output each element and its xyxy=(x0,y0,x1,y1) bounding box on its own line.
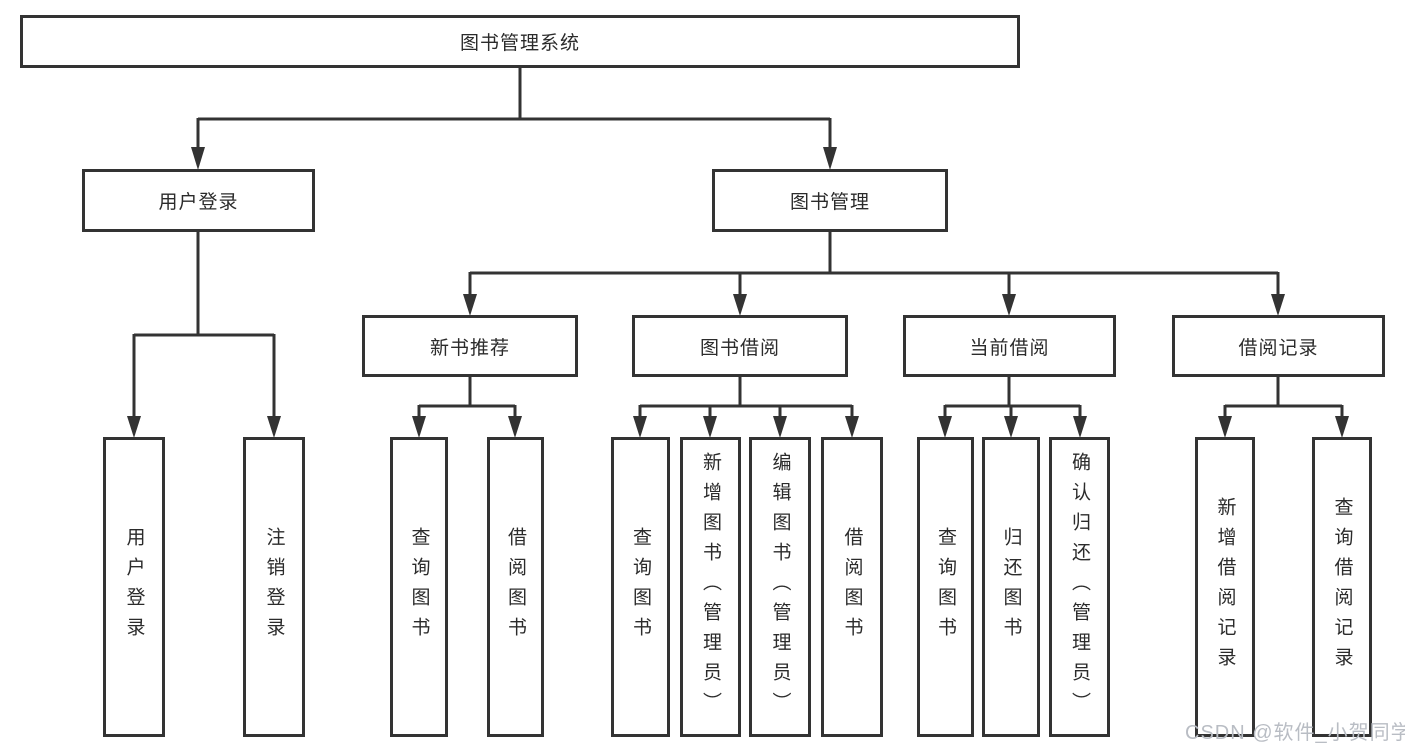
leaf-edit-books-admin: 编辑图书（管理员） xyxy=(749,437,811,737)
leaf-query-books: 查询图书 xyxy=(390,437,448,737)
node-current-borrowing: 当前借阅 xyxy=(903,315,1116,377)
node-new-book-recommendation: 新书推荐 xyxy=(362,315,578,377)
leaf-query-books-3: 查询图书 xyxy=(917,437,974,737)
leaf-confirm-return-admin: 确认归还（管理员） xyxy=(1049,437,1110,737)
node-book-borrowing: 图书借阅 xyxy=(632,315,848,377)
leaf-query-books-2: 查询图书 xyxy=(611,437,670,737)
node-library-management-system: 图书管理系统 xyxy=(20,15,1020,68)
leaf-user-login: 用户登录 xyxy=(103,437,165,737)
leaf-add-borrow-record: 新增借阅记录 xyxy=(1195,437,1255,737)
node-borrowing-records: 借阅记录 xyxy=(1172,315,1385,377)
leaf-logout: 注销登录 xyxy=(243,437,305,737)
leaf-borrow-books: 借阅图书 xyxy=(487,437,544,737)
leaf-query-borrow-record: 查询借阅记录 xyxy=(1312,437,1372,737)
node-user-login: 用户登录 xyxy=(82,169,315,232)
leaf-add-books-admin: 新增图书（管理员） xyxy=(680,437,741,737)
node-book-management: 图书管理 xyxy=(712,169,948,232)
csdn-watermark: CSDN @软件_小贺同学 xyxy=(1185,722,1405,744)
leaf-return-books: 归还图书 xyxy=(982,437,1040,737)
leaf-borrow-books-2: 借阅图书 xyxy=(821,437,883,737)
